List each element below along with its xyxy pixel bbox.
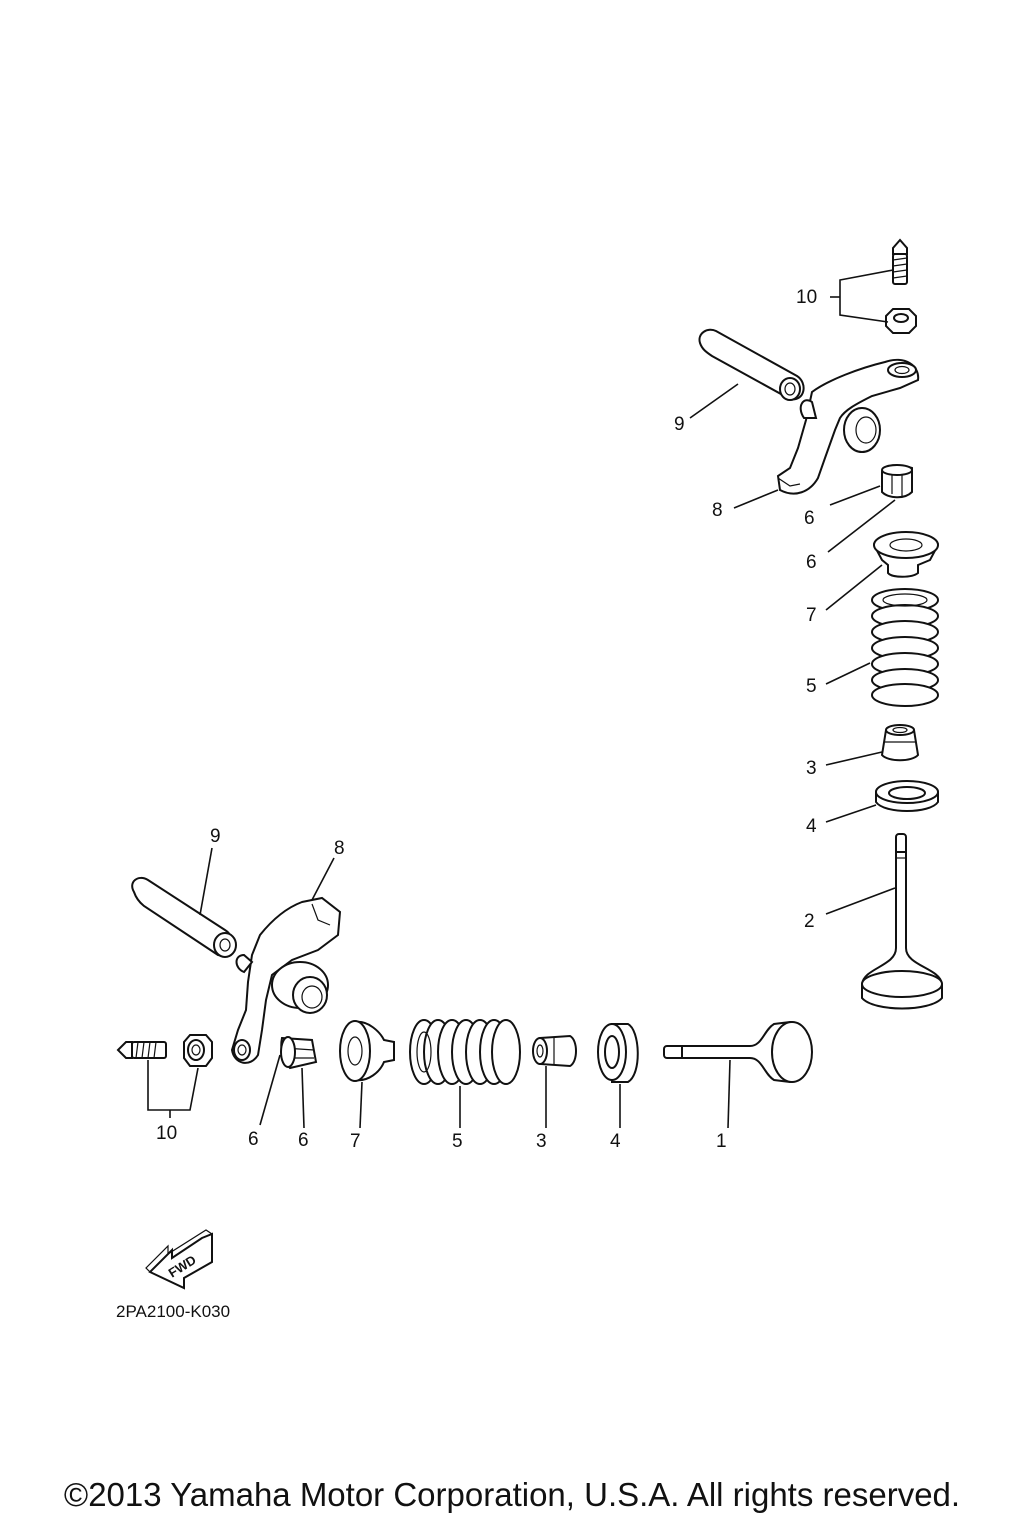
valve-stem-seal-bottom <box>532 1034 577 1068</box>
part-label-4-right: 4 <box>806 816 817 837</box>
part-label-7-bottom: 7 <box>350 1131 361 1152</box>
valve-spring-right <box>871 588 939 707</box>
valve-bottom <box>663 1020 813 1084</box>
part-label-10-bottom: 10 <box>156 1123 177 1144</box>
spring-seat-bottom <box>597 1023 639 1083</box>
copyright-notice: ©2013 Yamaha Motor Corporation, U.S.A. A… <box>63 1476 961 1513</box>
part-label-8-right: 8 <box>712 500 723 521</box>
part-label-3-right: 3 <box>806 758 817 779</box>
rocker-shaft-bottom <box>131 876 237 958</box>
part-label-10-right: 10 <box>796 287 817 308</box>
valve-spring-bottom <box>409 1019 521 1085</box>
part-label-9-right: 9 <box>674 414 685 435</box>
part-label-4-bottom: 4 <box>610 1131 621 1152</box>
part-label-7-right: 7 <box>806 605 817 626</box>
part-label-6a-bottom: 6 <box>248 1129 259 1150</box>
spring-retainer-bottom <box>339 1020 395 1082</box>
adjusting-screw-right <box>892 238 908 285</box>
diagram-code: 2PA2100-K030 <box>116 1302 230 1321</box>
valve-right <box>861 833 943 1010</box>
fwd-arrow-icon: FWD <box>145 1229 213 1290</box>
part-label-8-bottom: 8 <box>334 838 345 859</box>
spring-retainer-right <box>872 531 940 578</box>
part-label-3-bottom: 3 <box>536 1131 547 1152</box>
adjusting-screw-bottom <box>116 1041 167 1059</box>
rocker-shaft-right <box>698 328 805 401</box>
part-label-5-bottom: 5 <box>452 1131 463 1152</box>
spring-seat-right <box>875 780 939 812</box>
valve-stem-seal-right <box>880 724 920 762</box>
part-label-6b-bottom: 6 <box>298 1130 309 1151</box>
valve-cotter-bottom <box>280 1036 318 1070</box>
rocker-arm-bottom <box>230 896 342 1064</box>
valve-cotter-right <box>881 464 913 499</box>
locknut-right <box>885 308 917 334</box>
part-label-9-bottom: 9 <box>210 826 221 847</box>
part-label-6a-right: 6 <box>804 508 815 529</box>
part-label-6b-right: 6 <box>806 552 817 573</box>
locknut-bottom <box>183 1034 213 1067</box>
part-label-1-bottom: 1 <box>716 1131 727 1152</box>
part-label-5-right: 5 <box>806 676 817 697</box>
part-label-2-right: 2 <box>804 911 815 932</box>
rocker-arm-right <box>776 358 920 495</box>
